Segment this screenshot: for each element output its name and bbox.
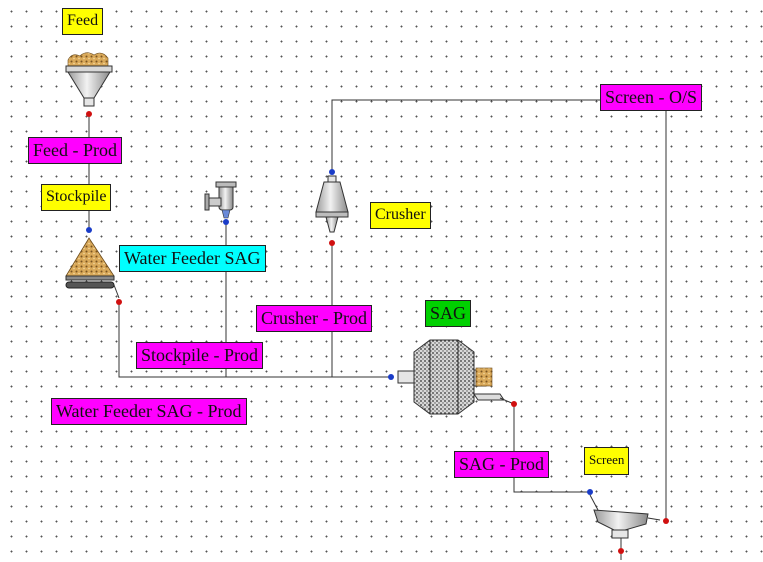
feed-hopper-icon[interactable]: [65, 52, 113, 117]
stockpile-label[interactable]: Stockpile: [41, 184, 112, 211]
screen-os-label[interactable]: Screen - O/S: [600, 84, 702, 111]
sag-mill-icon[interactable]: [388, 339, 517, 415]
screen-icon[interactable]: [587, 489, 669, 554]
stream-sag-prod[interactable]: [513, 404, 590, 493]
water-feeder-sag-label[interactable]: Water Feeder SAG: [119, 245, 266, 272]
water-valve-icon[interactable]: [204, 181, 237, 225]
crusher-label[interactable]: Crusher: [370, 202, 431, 229]
feed-label[interactable]: Feed: [62, 8, 104, 35]
stream-stockpile-prod[interactable]: [118, 302, 391, 378]
screen-label[interactable]: Screen: [584, 447, 630, 475]
stream-screen-os[interactable]: [331, 99, 667, 521]
feed-prod-label[interactable]: Feed - Prod: [28, 137, 122, 164]
sag-prod-label[interactable]: SAG - Prod: [454, 451, 550, 478]
stream-lines: [88, 99, 667, 560]
sag-label[interactable]: SAG: [425, 300, 472, 327]
crusher-prod-label[interactable]: Crusher - Prod: [256, 305, 372, 332]
cone-crusher-icon[interactable]: [315, 169, 349, 246]
stockpile-icon[interactable]: [65, 227, 122, 305]
water-feeder-sag-prod-label[interactable]: Water Feeder SAG - Prod: [51, 398, 247, 425]
stockpile-prod-label[interactable]: Stockpile - Prod: [136, 342, 263, 369]
